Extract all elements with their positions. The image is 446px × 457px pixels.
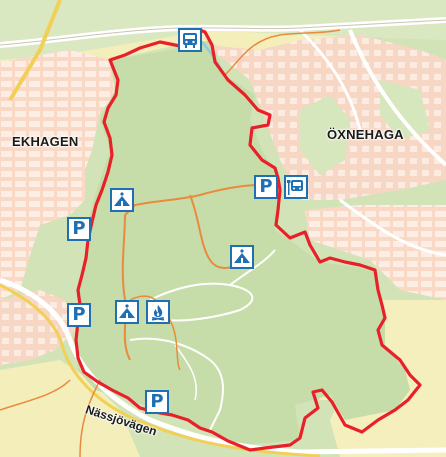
bus-stop-icon[interactable]	[284, 175, 308, 199]
reserve-boundary	[74, 28, 422, 452]
district-label-oxnehaga: ÖXNEHAGA	[327, 127, 404, 142]
reserve-forest	[75, 40, 410, 445]
parking-letter: P	[259, 176, 273, 197]
shelter-symbol	[119, 304, 135, 318]
shelter-icon[interactable]	[115, 300, 139, 324]
bus-icon	[183, 33, 197, 48]
district-label-ekhagen: EKHAGEN	[12, 134, 79, 149]
parking-icon[interactable]: P	[254, 175, 278, 199]
main-road	[0, 283, 321, 457]
campfire-icon[interactable]	[146, 300, 170, 324]
bus-stop-icon[interactable]	[178, 28, 202, 52]
parking-icon[interactable]: P	[145, 390, 169, 414]
parking-icon[interactable]: P	[67, 217, 91, 241]
fire-symbol	[151, 305, 165, 321]
bus-icon	[287, 180, 303, 195]
shelter-icon[interactable]	[110, 188, 134, 212]
parking-letter: P	[72, 218, 86, 239]
parking-letter: P	[72, 304, 86, 325]
parking-letter: P	[150, 391, 164, 412]
residential-west	[0, 50, 118, 300]
shelter-symbol	[114, 192, 130, 206]
trail	[124, 184, 263, 216]
parking-icon[interactable]: P	[67, 303, 91, 327]
shelter-symbol	[234, 249, 250, 263]
shelter-icon[interactable]	[230, 245, 254, 269]
